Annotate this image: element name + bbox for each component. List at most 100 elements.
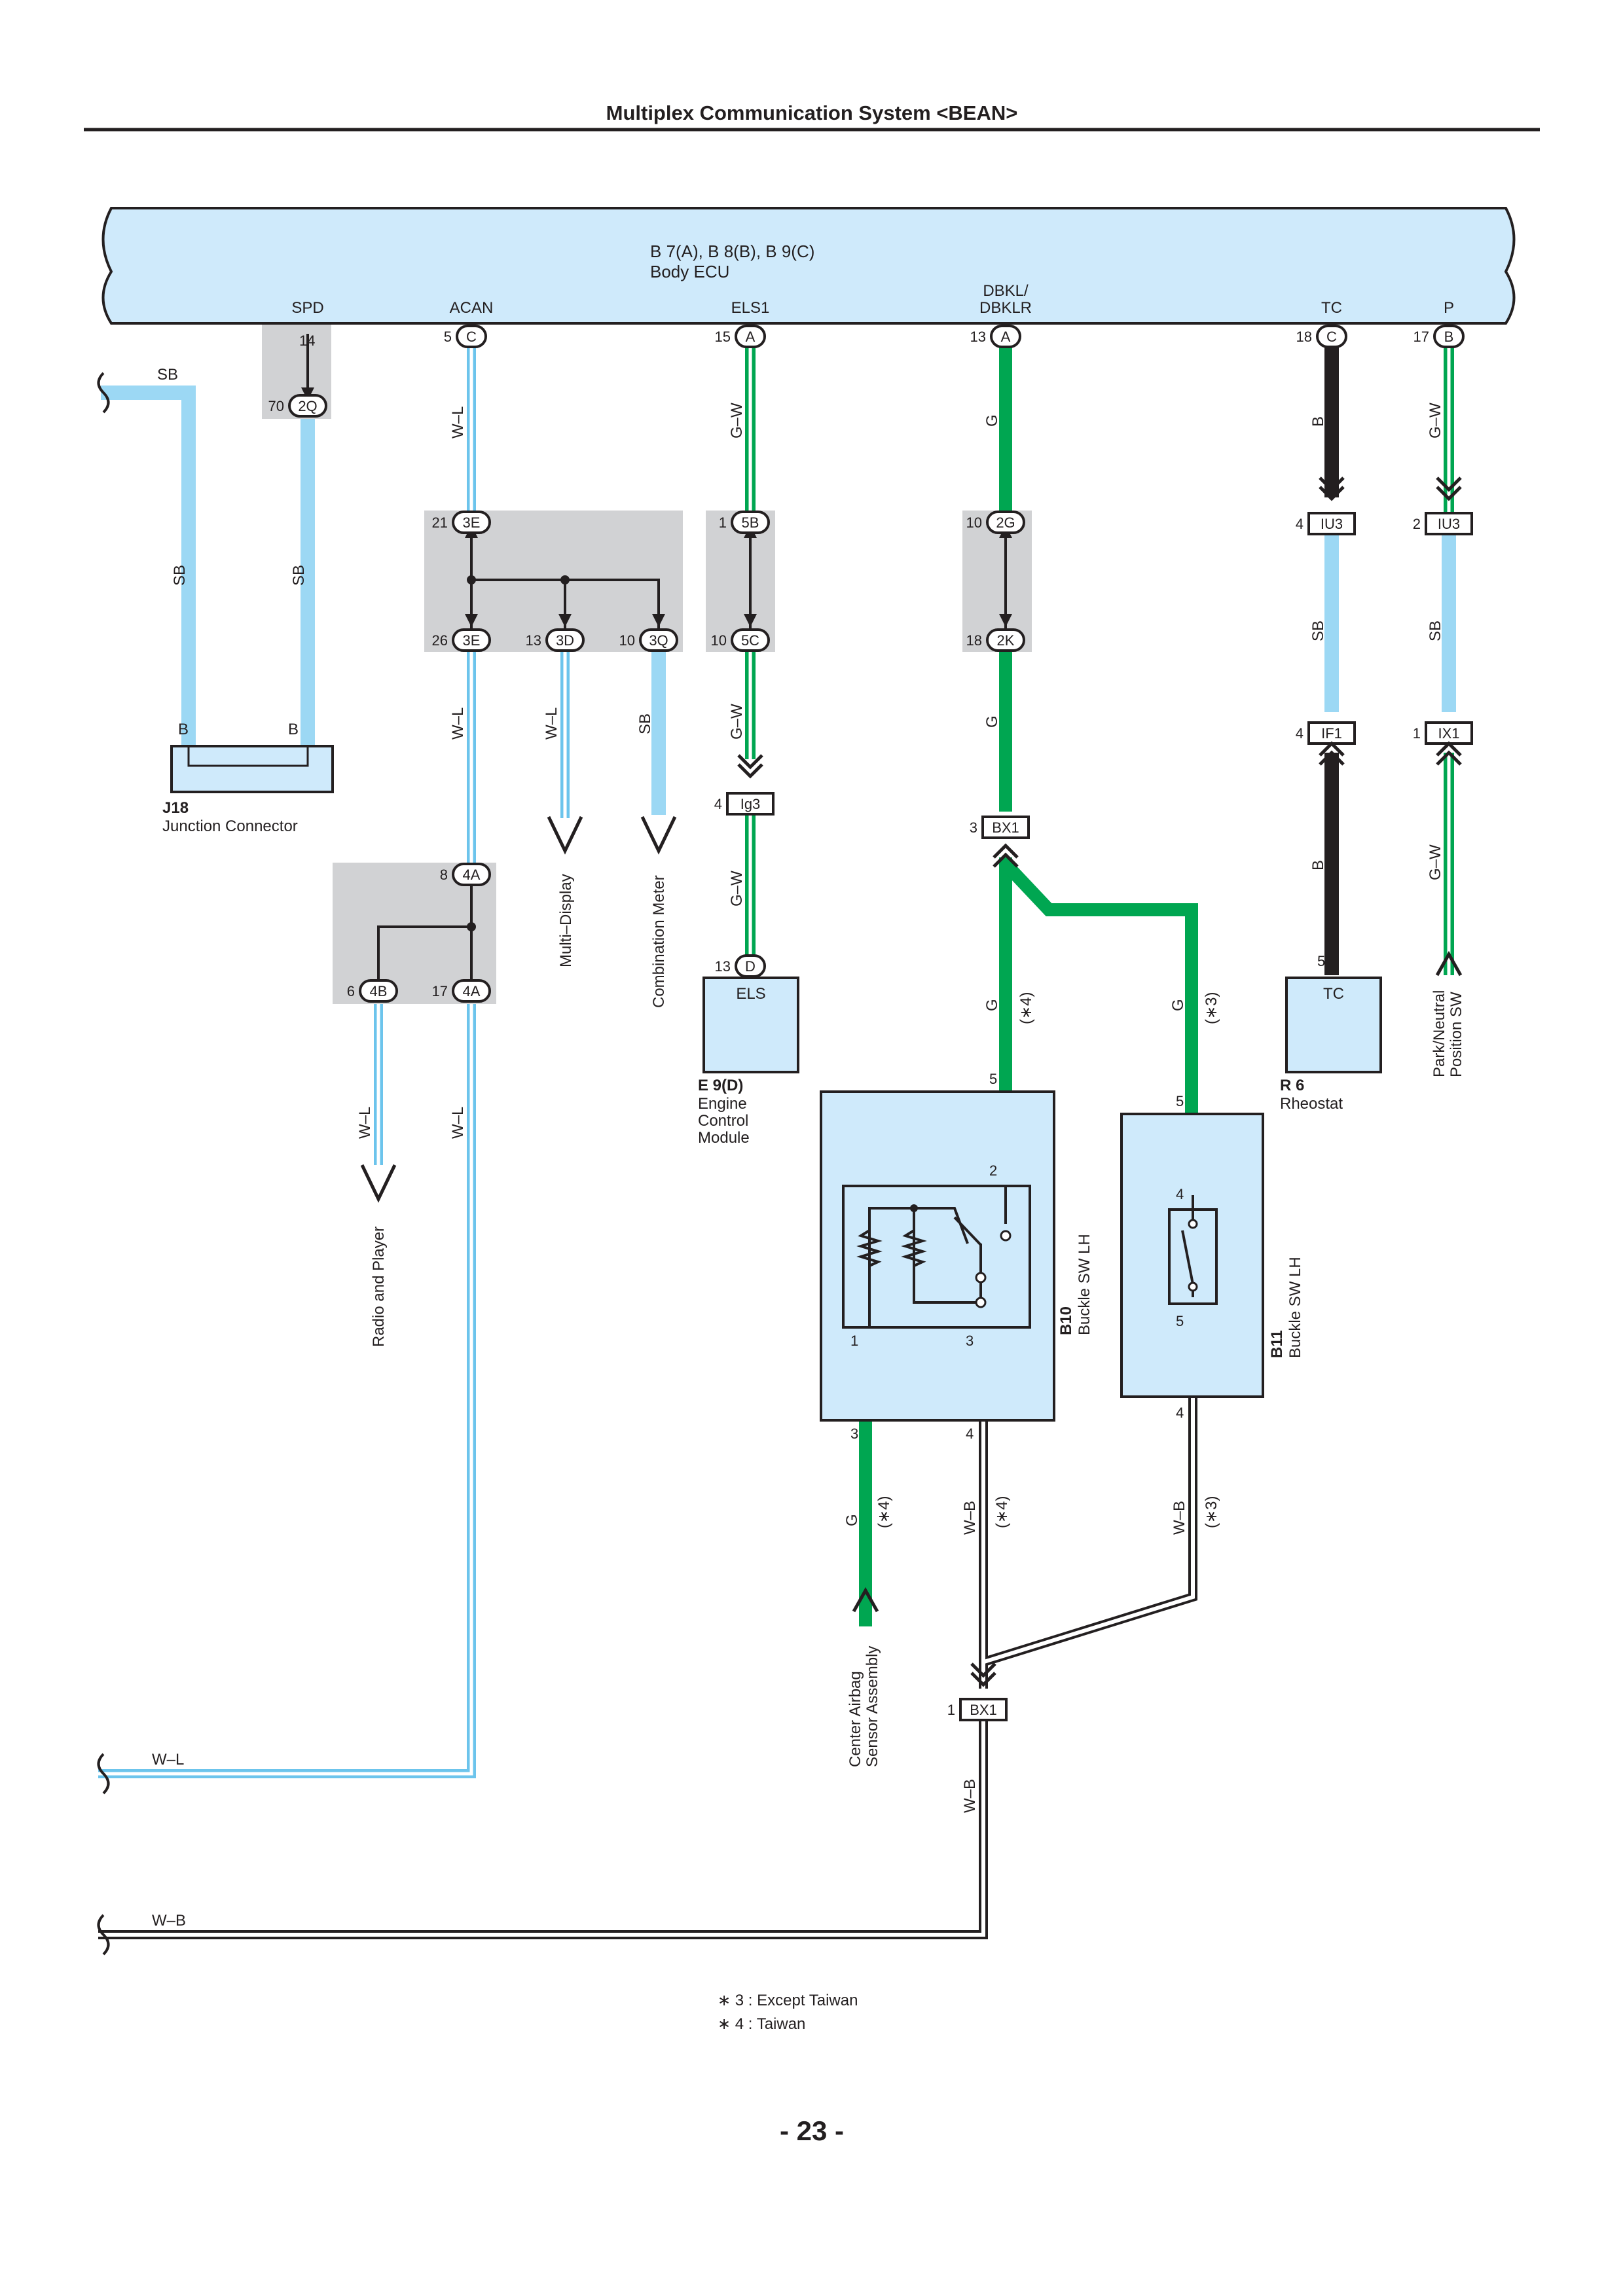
pin-number: 1 [1413, 725, 1421, 742]
wire-label: W–L [449, 708, 467, 740]
ecu-pin-label-p: P [1444, 299, 1454, 317]
pin-number: 8 [440, 867, 448, 883]
dest-radio-and-player: Radio and Player [370, 1227, 388, 1347]
r6-name: Rheostat [1280, 1095, 1343, 1113]
arrow-marks [360, 476, 1463, 1687]
connector-id: 3E [463, 514, 481, 531]
dest-position-sw: Position SW [1448, 992, 1465, 1077]
splice-dots [467, 575, 570, 931]
page-title: Multiplex Communication System <BEAN> [606, 101, 1018, 124]
ecu-pin-2: A15 [715, 325, 766, 348]
connector-iu3: IU3 2 [1413, 512, 1473, 535]
connector-id: 4A [463, 867, 481, 883]
ecu-pin-label-dbklr: DBKLR [979, 299, 1032, 317]
ecu-pin-4: C18 [1296, 325, 1347, 348]
connector-id: D [745, 958, 756, 975]
gw-wires [745, 336, 1454, 975]
dest-center-airbag: Center Airbag [847, 1671, 864, 1767]
wire-label: G–W [728, 704, 746, 740]
wire-label: B [1309, 416, 1327, 427]
r6-terminal: TC [1323, 985, 1344, 1003]
j18-junction-connector: B B J18 Junction Connector [162, 721, 334, 835]
connector-id: A [1001, 329, 1011, 345]
e9-name: Module [698, 1129, 750, 1147]
b11-buckle-switch: 5 4 5 4 B11 Buckle SW LH [1120, 1093, 1304, 1421]
wire-note: (∗4) [875, 1496, 893, 1528]
e9-terminal: ELS [736, 985, 765, 1003]
ecu-name: B 7(A), B 8(B), B 9(C) [650, 242, 814, 261]
connector-5b: 5B1 [719, 511, 770, 534]
wire-label: SB [1427, 620, 1444, 641]
j18-pin-b: B [288, 721, 299, 738]
pin-number: 4 [1296, 725, 1304, 742]
wire-label: G–W [1427, 403, 1444, 439]
wl-wires [98, 336, 570, 1778]
b10-pin: 1 [850, 1333, 858, 1349]
e9-engine-control-module: ELS E 9(D) Engine Control Module [698, 977, 799, 1147]
pin-number: 5 [444, 329, 452, 345]
pin-number: 10 [619, 632, 635, 649]
connector-id: IU3 [1438, 516, 1460, 532]
b10-pin: 5 [989, 1071, 997, 1087]
connector-id: 2G [996, 514, 1015, 531]
connector-id: B [1444, 329, 1454, 345]
wire-label: G [983, 999, 1001, 1011]
ecu-pin-label-acan: ACAN [450, 299, 494, 317]
pin-number: 1 [947, 1702, 955, 1718]
dest-park-neutral: Park/Neutral [1431, 990, 1448, 1077]
wire-note: (∗3) [1203, 992, 1220, 1024]
pin-number: 2 [1413, 516, 1421, 532]
r6-id: R 6 [1280, 1077, 1304, 1094]
b10-pin: 2 [989, 1162, 997, 1179]
b11-id: B11 [1268, 1330, 1286, 1358]
connector-id: IU3 [1321, 516, 1343, 532]
legend-note-4: ∗ 4 : Taiwan [718, 2015, 805, 2033]
wire-label: W–L [449, 406, 467, 439]
wire-note: (∗4) [993, 1496, 1011, 1528]
wire-label: W–B [1171, 1501, 1188, 1535]
wire-label: G–W [1427, 844, 1444, 880]
pin-number: 4 [714, 796, 722, 812]
b11-pin: 5 [1176, 1313, 1184, 1329]
connector-id: 2Q [298, 398, 317, 414]
connector-id: BX1 [992, 819, 1019, 836]
connector-id: 3D [556, 632, 574, 649]
wire-label: G [1169, 999, 1187, 1011]
b10-buckle-switch: 5 2 1 3 3 4 B10 Buckle SW LH [820, 1071, 1093, 1442]
connector-id: 4A [463, 983, 481, 999]
connector-id: 3E [463, 632, 481, 649]
b11-name: Buckle SW LH [1286, 1257, 1304, 1358]
b10-pin: 3 [966, 1333, 974, 1349]
body-ecu: B 7(A), B 8(B), B 9(C) Body ECU SPD ACAN… [101, 207, 1516, 325]
wire-note: (∗4) [1017, 992, 1035, 1024]
connector-id: IF1 [1321, 725, 1342, 742]
wire-label: SB [171, 565, 189, 586]
page-number: - 23 - [780, 2115, 844, 2146]
ecu-pin-label-tc: TC [1321, 299, 1342, 317]
wire-label: G–W [728, 870, 746, 906]
junction-blocks [262, 325, 1032, 1004]
wire-label: G [983, 414, 1001, 427]
wire-label: SB [1309, 620, 1327, 641]
connector-if1: IF1 4 [1296, 721, 1356, 745]
ecu-pin-label-dbkl: DBKL/ [983, 282, 1029, 300]
ecu-pin-5: B17 [1413, 325, 1465, 348]
legend-note-3: ∗ 3 : Except Taiwan [718, 1992, 858, 2009]
wire-label: W–B [961, 1779, 979, 1813]
ecu-description: Body ECU [650, 262, 729, 281]
pin-number: 70 [268, 398, 284, 414]
b11-pin: 5 [1176, 1093, 1184, 1109]
b10-pin: 3 [850, 1426, 858, 1442]
pin-number: 1 [719, 514, 727, 531]
e9-name: Engine [698, 1095, 747, 1113]
wire-label: W–L [449, 1107, 467, 1139]
pin-number: 13 [715, 958, 731, 975]
